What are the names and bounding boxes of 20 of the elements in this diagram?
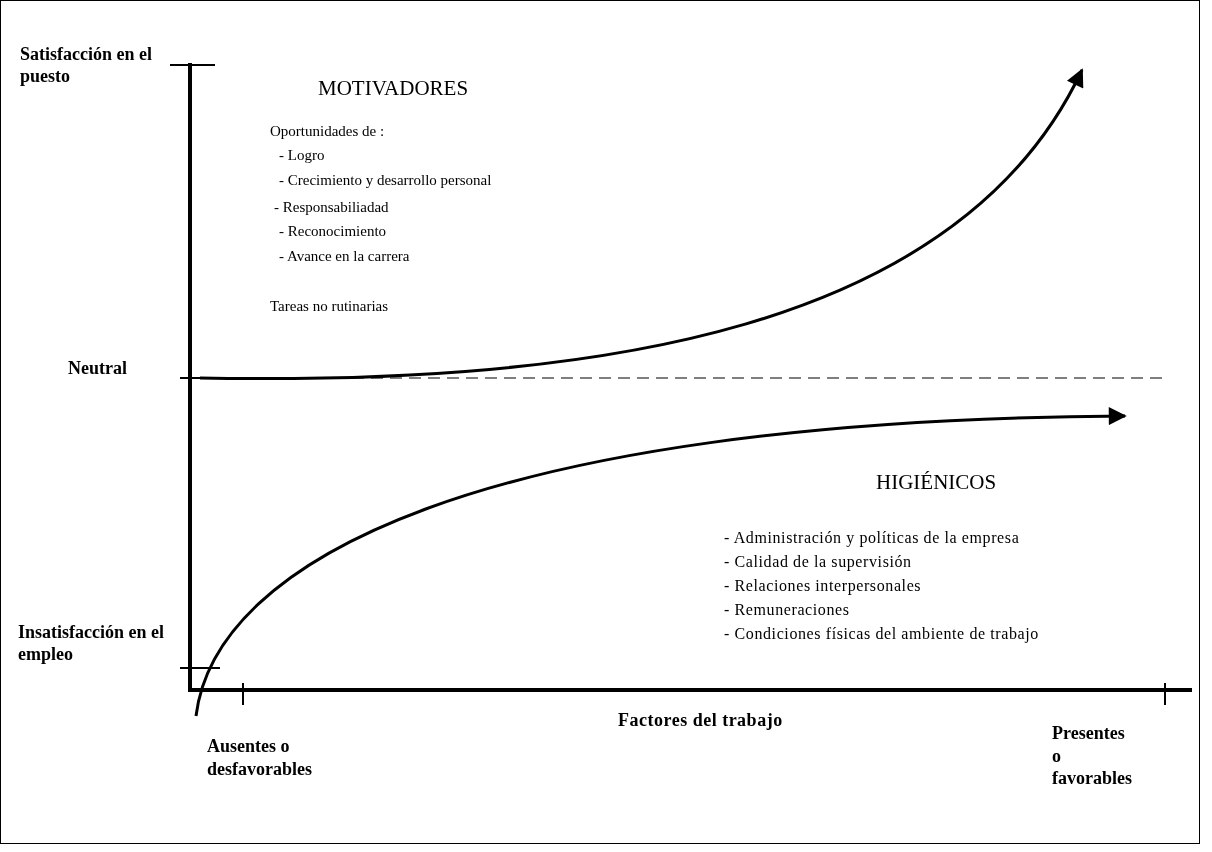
list-item: - Avance en la carrera — [279, 247, 410, 265]
list-item: - Remuneraciones — [724, 600, 850, 620]
list-item: - Condiciones físicas del ambiente de trabajo — [724, 624, 1039, 644]
axis-label: Satisfacción en el puesto — [20, 44, 153, 88]
list-item: - Responsabiliadad — [274, 198, 389, 216]
list-item: - Administración y políticas de la empresa — [724, 528, 1020, 548]
axis-label: Neutral — [68, 358, 127, 380]
axis-label: Presentes o favorables — [1052, 722, 1132, 790]
list-heading: Oportunidades de : — [270, 122, 385, 140]
axis-label: Insatisfacción en el empleo — [18, 622, 165, 666]
list-item: - Reconocimiento — [279, 222, 387, 240]
list-item: - Relaciones interpersonales — [724, 576, 922, 596]
list-item: - Calidad de la supervisión — [724, 552, 912, 572]
note-text: Tareas no rutinarias — [270, 297, 389, 315]
list-item: - Logro — [279, 146, 325, 164]
list-item: - Crecimiento y desarrollo personal — [279, 171, 492, 189]
axis-title: Factores del trabajo — [618, 710, 783, 732]
axis-label: Ausentes o desfavorables — [207, 735, 312, 780]
heading: HIGIÉNICOS — [876, 470, 997, 496]
heading: MOTIVADORES — [318, 76, 469, 102]
